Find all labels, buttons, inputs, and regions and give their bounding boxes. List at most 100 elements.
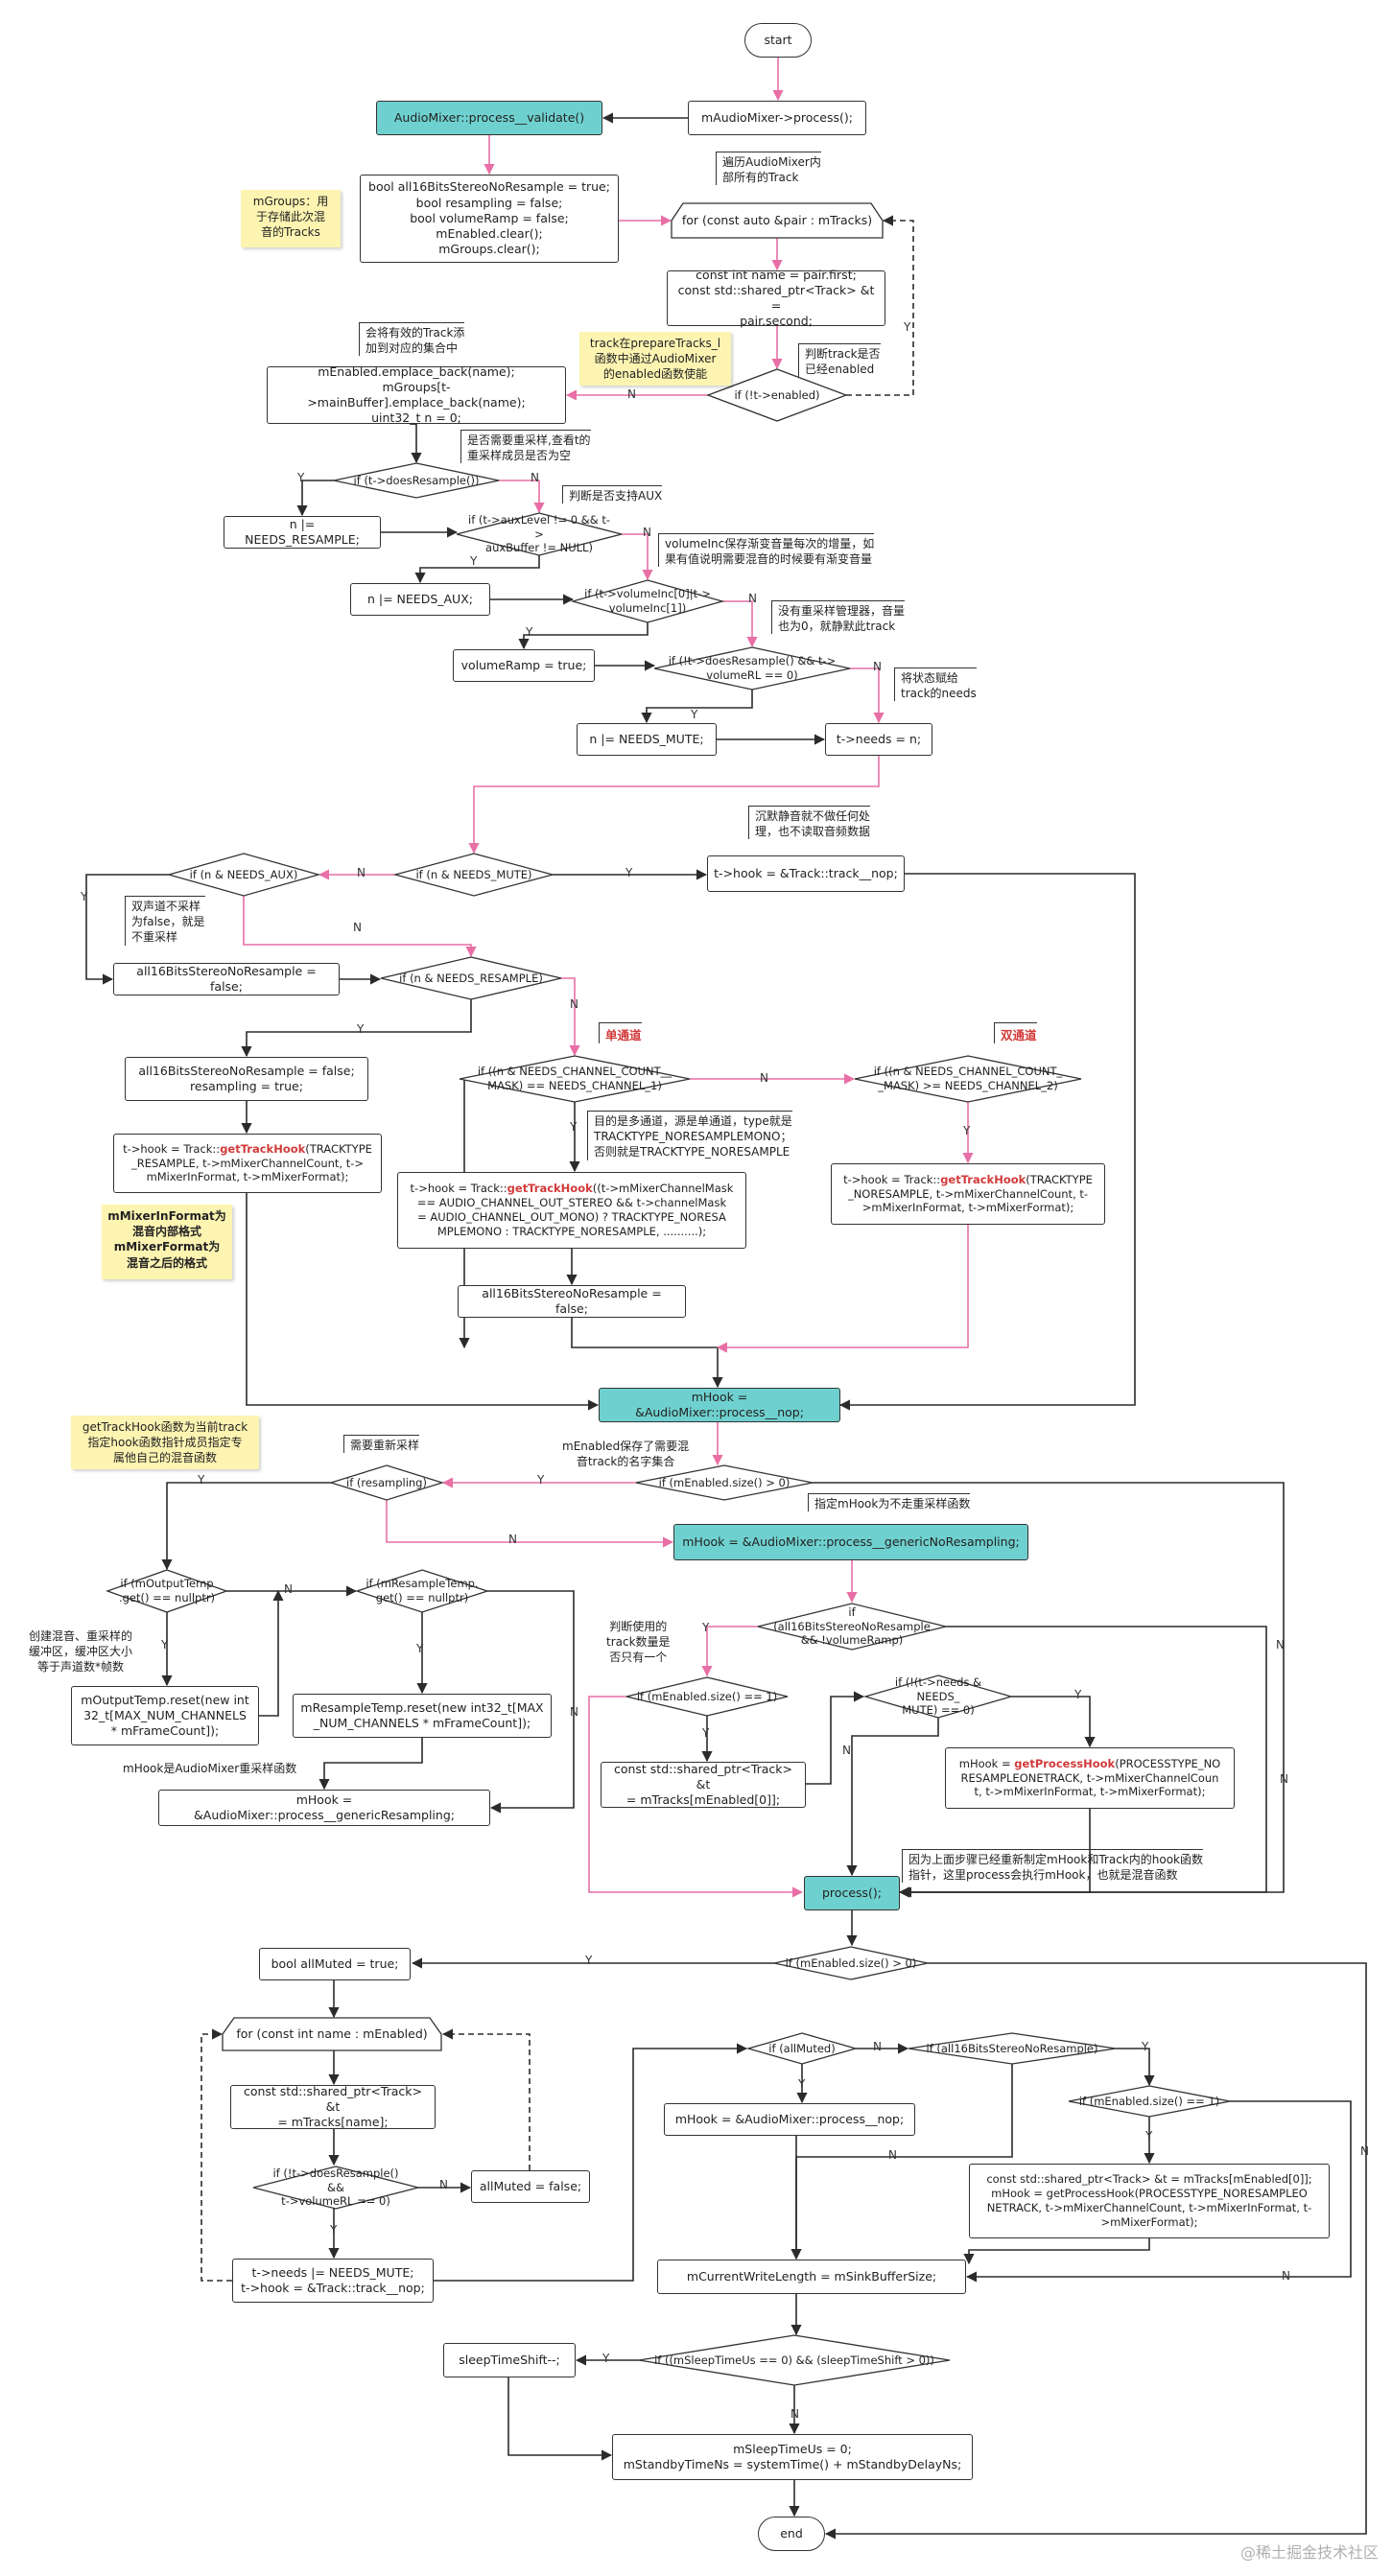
e-sizeeq-process — [588, 1696, 804, 1898]
edge-label-yes-40: Y — [1145, 2129, 1153, 2143]
if-enabled-size-diamond — [635, 1464, 814, 1501]
e-needs-ifallm — [434, 2043, 748, 2282]
edge-label-no-36: N — [873, 2040, 882, 2053]
for-enabled-shape — [222, 2017, 442, 2051]
note-volumeInc: volumeInc保存渐变音量每次的增量，如 果有值说明需要混音的时候要有渐变音… — [658, 533, 875, 568]
edge-label-no-41: N — [1282, 2269, 1290, 2283]
e-ifsize2-end-n — [824, 1962, 1367, 2540]
standby-node: mSleepTimeUs = 0; mStandbyTimeNs = syste… — [612, 2434, 973, 2480]
edge-label-yes-24: Y — [416, 1642, 424, 1655]
e-mute-tneeds — [850, 667, 885, 724]
e-ifna-ifnr — [243, 896, 477, 958]
validate-node: AudioMixer::process__validate() — [376, 101, 602, 135]
e-mute-needmute — [641, 690, 753, 724]
mhook-process-args: (PROCESSTYPE_NO RESAMPLEONETRACK, t->mMi… — [960, 1756, 1221, 1799]
if-needs-mute-diamond — [392, 853, 555, 897]
if-mute-diamond — [653, 646, 851, 691]
if-size-eq1-2-diamond — [1068, 2085, 1231, 2118]
e-reset-generic — [319, 1738, 423, 1791]
mhook-process-prefix: mHook = — [958, 1756, 1015, 1770]
all16-false-node-1: all16BitsStereoNoResample = false; — [113, 963, 340, 995]
edge-label-no-11: N — [357, 866, 366, 879]
e-ifnr-all16r — [241, 999, 472, 1058]
hook-stereo-node: t->hook = Track::getTrackHook(TRACKTYPE … — [831, 1163, 1105, 1225]
output-reset-node: mOutputTemp.reset(new int 32_t[MAX_NUM_C… — [71, 1686, 259, 1745]
if-aux: if (t->auxLevel != 0 && t-> auxBuffer !=… — [468, 512, 610, 555]
edge-label-no-5: N — [643, 526, 651, 539]
edge-label-no-34: N — [439, 2178, 448, 2191]
mhook-nop2-node: mHook = &AudioMixer::process__nop; — [664, 2103, 915, 2136]
e-hooks-mhook — [716, 1225, 969, 1353]
note-need-resample: 是否需要重采样,查看t的 重采样成员是否为空 — [460, 430, 591, 464]
sticky-prepareTracks: track在prepareTracks_l 函数中通过AudioMixer 的e… — [579, 332, 731, 386]
edge-label-yes-8: Y — [691, 708, 698, 721]
mhook-generic-resample-node: mHook = &AudioMixer::process__genericRes… — [158, 1790, 490, 1826]
hook-mono-prefix: t->hook = Track:: — [410, 1182, 507, 1196]
note-traverse: 遍历AudioMixer内 部所有的Track — [716, 152, 821, 186]
note-only-one: 判断使用的 track数量是 否只有一个 — [606, 1620, 671, 1665]
hook-resample-node: t->hook = Track::getTrackHook(TRACKTYPE … — [113, 1134, 382, 1193]
for-enabled-loop: for (const int name : mEnabled) — [236, 2026, 428, 2041]
needs-mute-nop-node: t->needs |= NEEDS_MUTE; t->hook = &Track… — [232, 2259, 434, 2303]
edge-label-yes-10: Y — [625, 866, 633, 879]
e-all16-size12 — [1116, 2048, 1155, 2087]
if-size-eq1-diamond — [625, 1676, 789, 1717]
if-mono-diamond — [459, 1055, 691, 1103]
for-tracks-shape — [671, 202, 884, 239]
edge-label-no-43: N — [790, 2407, 799, 2421]
edge-label-no-15: N — [570, 997, 578, 1011]
resample-reset-node: mResampleTemp.reset(new int32_t[MAX _NUM… — [293, 1694, 552, 1738]
if-mute2-diamond — [252, 2166, 419, 2210]
if-needs-mute2: if (!(t->needs & NEEDS_ MUTE) == 0) — [894, 1674, 982, 1718]
e-needs-back — [201, 2028, 232, 2282]
if-enabled-size2: if (mEnabled.size() > 0) — [785, 1955, 917, 1970]
allMuted-false-node: allMuted = false; — [471, 2170, 590, 2203]
tag-mono: 单通道 — [599, 1022, 642, 1043]
hook-stereo-prefix: t->hook = Track:: — [843, 1172, 941, 1186]
if-resampleTemp-diamond — [354, 1569, 490, 1613]
if-not-enabled: if (!t->enabled) — [734, 387, 820, 402]
all16-false-resampling-node: all16BitsStereoNoResample = false; resam… — [125, 1057, 368, 1101]
edge-label-no-16: N — [760, 1071, 768, 1085]
edge-label-no-0: N — [627, 387, 636, 401]
if-all16-noramp-diamond — [757, 1603, 947, 1651]
hook-nop-node: t->hook = &Track::track__nop; — [707, 855, 905, 892]
if-needs-mute2-diamond — [862, 1674, 1014, 1719]
if-needs-aux: if (n & NEEDS_AUX) — [189, 867, 298, 881]
edge-label-yes-27: Y — [702, 1621, 710, 1634]
edge-label-yes-19: Y — [537, 1473, 545, 1487]
edge-label-no-39: N — [888, 2148, 897, 2162]
e-ifres-nores — [386, 1500, 674, 1548]
note-create-buffer: 创建混音、重采样的 缓冲区，缓冲区大小 等于声道数*帧数 — [29, 1629, 133, 1674]
note-stereo-no-resample: 双声道不采样 为false，就是 不重采样 — [125, 896, 205, 946]
edge-label-yes-4: Y — [470, 554, 478, 568]
e-ifna-all16 — [85, 874, 169, 985]
edge-label-no-22: N — [284, 1582, 293, 1596]
edge-label-yes-30: Y — [1074, 1688, 1082, 1701]
edge-label-no-29: N — [842, 1744, 851, 1757]
all16-false-node-2: all16BitsStereoNoResample = false; — [458, 1285, 686, 1318]
sticky-mixer-format: mMixerInFormat为 混音内部格式 mMixerFormat为 混音之… — [102, 1205, 232, 1279]
note-support-aux: 判断是否支持AUX — [562, 485, 663, 504]
edge-label-no-20: N — [508, 1533, 517, 1546]
hook-mono-node: t->hook = Track::getTrackHook((t->mMixer… — [397, 1172, 746, 1249]
if-all16-noramp: if (all16BitsStereoNoResample && !volume… — [773, 1604, 931, 1648]
edge-label-yes-18: Y — [963, 1124, 971, 1137]
process2-node: process(); — [804, 1876, 900, 1910]
get-track-node: const int name = pair.first; const std::… — [667, 268, 885, 328]
watermark: @稀土掘金技术社区 — [1239, 2543, 1379, 2562]
e-all16-sizeeq — [701, 1626, 758, 1677]
edge-label-yes-6: Y — [526, 625, 533, 639]
if-needs-mute: if (n & NEEDS_MUTE) — [415, 867, 532, 881]
if-enabled-size2-diamond — [773, 1946, 929, 1980]
sleepShift-node: sleepTimeShift--; — [443, 2343, 576, 2377]
edge-label-no-3: N — [531, 471, 539, 484]
tag-stereo: 双通道 — [994, 1022, 1037, 1043]
mhook-generic-noresample-node: mHook = &AudioMixer::process__genericNoR… — [673, 1524, 1028, 1560]
edge-label-no-31: N — [1280, 1772, 1288, 1786]
if-allMuted-diamond — [745, 2032, 859, 2065]
e-rtemp-generic — [487, 1590, 575, 1814]
getTrackHook-highlight: getTrackHook — [220, 1141, 306, 1156]
mhook-nop-node: mHook = &AudioMixer::process__nop; — [599, 1388, 840, 1422]
edge-label-yes-2: Y — [297, 471, 305, 484]
